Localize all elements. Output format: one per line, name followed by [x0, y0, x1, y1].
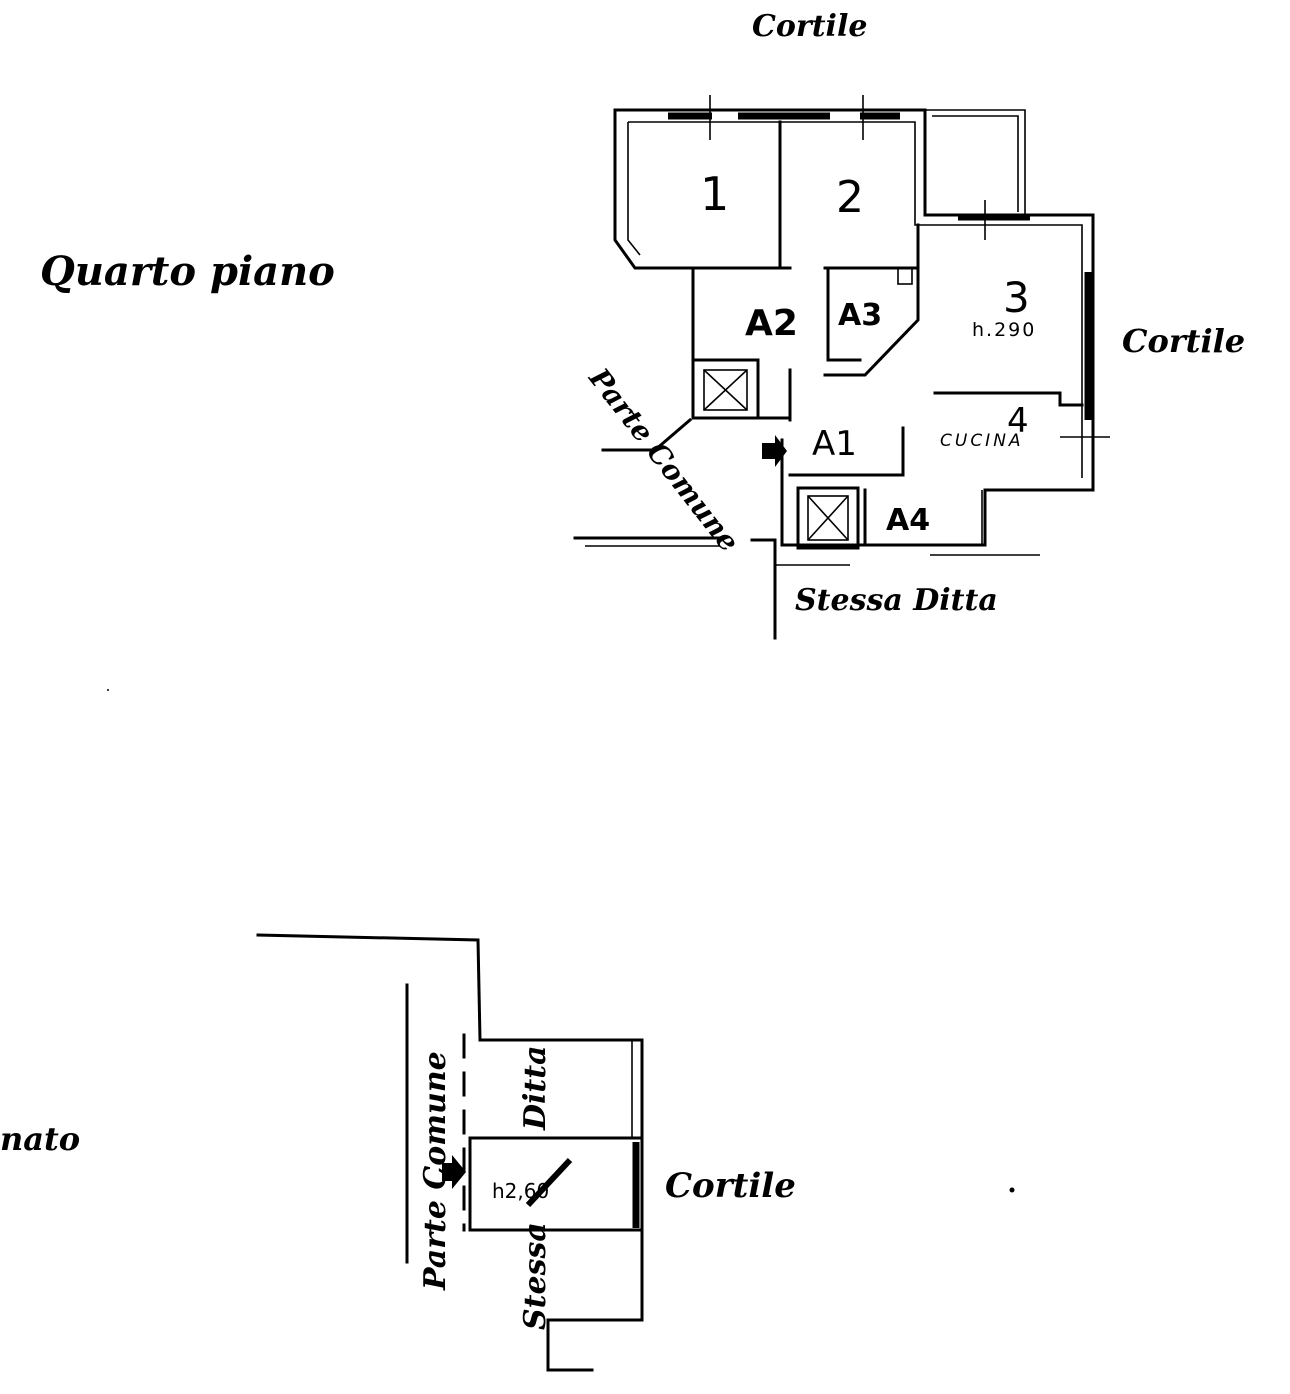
kitchen-label: CUCINA [940, 431, 1024, 451]
courtyard-top-label: Cortile [752, 9, 867, 44]
same-owner-lower-a: Ditta [518, 1045, 553, 1131]
cellar-entrance-arrow [442, 1155, 466, 1189]
courtyard-right-label: Cortile [1122, 322, 1245, 360]
common-lower-label: Parte Comune [418, 1051, 453, 1291]
outer-wall-left [613, 108, 695, 362]
entrance-arrow [762, 435, 787, 467]
room-3-height: h.290 [972, 319, 1036, 341]
outer-wall-left-inner [627, 122, 641, 256]
cellar-strike [525, 1157, 573, 1208]
room-a2-label: A2 [745, 303, 798, 344]
balcony-outline [925, 109, 1026, 215]
cellar-plan: h2,60 [256, 933, 644, 1372]
lift-shaft-lower-inner [807, 495, 849, 541]
cellar-outer-wall [256, 933, 644, 1372]
floor-basement-title: nato [0, 1120, 80, 1158]
partition-a3 [823, 223, 920, 377]
stair-wall [750, 538, 777, 640]
balcony-outline-inner [932, 115, 1019, 212]
same-owner-lower-b: Stessa [518, 1222, 553, 1330]
courtyard-bottom-label: Cortile [665, 1166, 796, 1206]
lift-shaft-inner [703, 369, 748, 411]
room-a3-label: A3 [838, 298, 882, 333]
partition-a1-right [788, 426, 905, 477]
room-3-label: 3 [1003, 273, 1030, 322]
speck [1009, 1187, 1015, 1193]
same-owner-upper-label: Stessa Ditta [795, 583, 998, 618]
common-upper-label: Parte Comune [582, 361, 746, 558]
room-a1-label: A1 [812, 424, 857, 464]
common-wall [601, 417, 693, 452]
speck [107, 689, 109, 691]
floor-title: Quarto piano [40, 248, 335, 295]
partition-a3-left [826, 266, 862, 362]
lift-cross [703, 369, 748, 411]
outer-wall-inner-line [628, 121, 1083, 478]
room-1-label: 1 [700, 167, 729, 221]
room-4-label: 4 [1007, 401, 1029, 441]
partition-kitchen [933, 391, 1084, 407]
room-2-label: 2 [836, 172, 864, 223]
room-a4-label: A4 [886, 503, 930, 538]
shaft [897, 267, 913, 285]
lift-cross [807, 495, 849, 541]
lift-shaft-lower [796, 486, 860, 550]
outer-wall [613, 108, 1095, 547]
apartment-plan: 1 2 3 h.290 4 CUCINA A2 A3 A1 A4 [573, 95, 1110, 640]
